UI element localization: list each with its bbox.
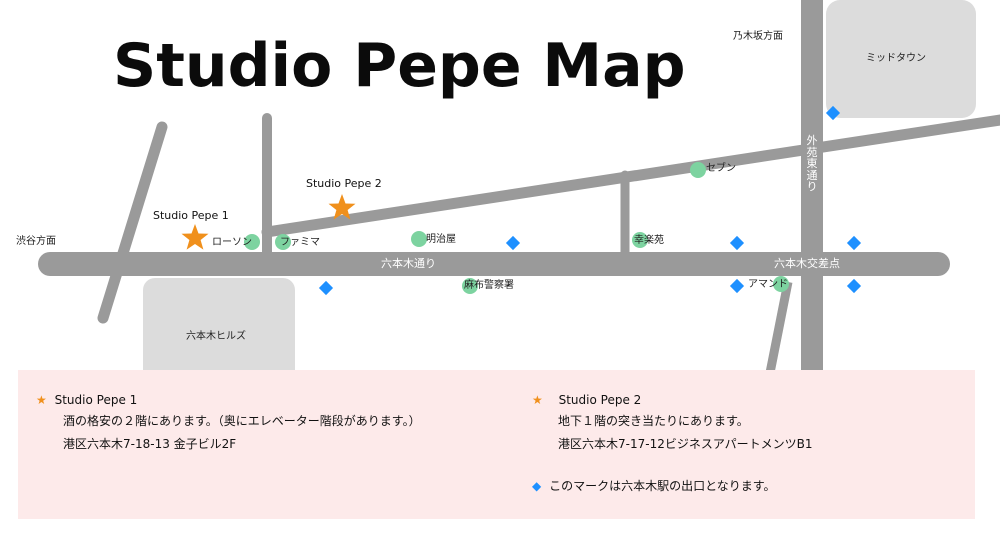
- direction-nogizaka: 乃木坂方面: [733, 31, 783, 42]
- midtown-block: [826, 0, 976, 118]
- road-diagonal-upper: [261, 114, 1000, 238]
- studio1-info-line1: 酒の格安の２階にあります。（奥にエレベーター階段があります。）: [63, 414, 421, 428]
- police-marker: [462, 278, 478, 294]
- exit-diamond-icon: [505, 235, 521, 251]
- exit-diamond-icon: [729, 235, 745, 251]
- studio2-info-name: Studio Pepe 2: [558, 393, 642, 407]
- familymart-label: ファミマ: [280, 237, 320, 248]
- exit-diamond-icon: [846, 235, 862, 251]
- meijiya-label: 明治屋: [426, 234, 456, 245]
- studio1-star-icon: [181, 224, 209, 250]
- hills-block: [143, 278, 295, 388]
- lawson-label: ローソン: [212, 237, 252, 248]
- studio2-info-line1: 地下１階の突き当たりにあります。: [558, 414, 749, 428]
- almond-label: アマンド: [748, 279, 788, 290]
- exit-diamond-icon: [846, 278, 862, 294]
- midtown-label: ミッドタウン: [866, 53, 926, 64]
- almond-marker: [773, 276, 789, 292]
- exit-diamond-icon: [318, 280, 334, 296]
- seven-label: セブン: [706, 163, 736, 174]
- page-title: Studio Pepe Map: [113, 31, 686, 101]
- kourakuen-label: 幸楽苑: [634, 235, 664, 246]
- exit-legend-text: このマークは六本木駅の出口となります。: [549, 479, 776, 493]
- lawson-marker: [244, 234, 260, 250]
- police-label: 麻布警察署: [464, 280, 514, 291]
- studio1-info-name: Studio Pepe 1: [54, 393, 138, 407]
- meijiya-marker: [411, 231, 427, 247]
- studio2-info-star-icon: ★: [532, 393, 543, 407]
- studio1-info-star-icon: ★: [36, 393, 47, 407]
- exit-diamond-icon: [825, 105, 841, 121]
- familymart-marker: [275, 234, 291, 250]
- seven-marker: [690, 162, 706, 178]
- roppongi-dori-label: 六本木通り: [381, 257, 436, 270]
- studio2-label: Studio Pepe 2: [306, 177, 382, 190]
- exit-legend-diamond-icon: ◆: [532, 479, 542, 493]
- intersection-label: 六本木交差点: [774, 257, 840, 270]
- exit-diamond-icon: [729, 278, 745, 294]
- studio2-info-address: 港区六本木7-17-12ビジネスアパートメンツB1: [558, 437, 813, 451]
- road-left-diagonal: [97, 121, 168, 324]
- studio1-info-address: 港区六本木7-18-13 金子ビル2F: [63, 437, 237, 451]
- gaien-higashi-dori-label: 外苑東通り: [806, 134, 818, 194]
- kourakuen-marker: [632, 232, 648, 248]
- studio2-star-icon: [328, 194, 356, 220]
- direction-shibuya: 渋谷方面: [16, 236, 56, 247]
- studio1-label: Studio Pepe 1: [153, 209, 229, 222]
- info-panel: ★ Studio Pepe 1 酒の格安の２階にあります。（奥にエレベーター階段…: [18, 370, 975, 519]
- hills-label: 六本木ヒルズ: [186, 331, 246, 342]
